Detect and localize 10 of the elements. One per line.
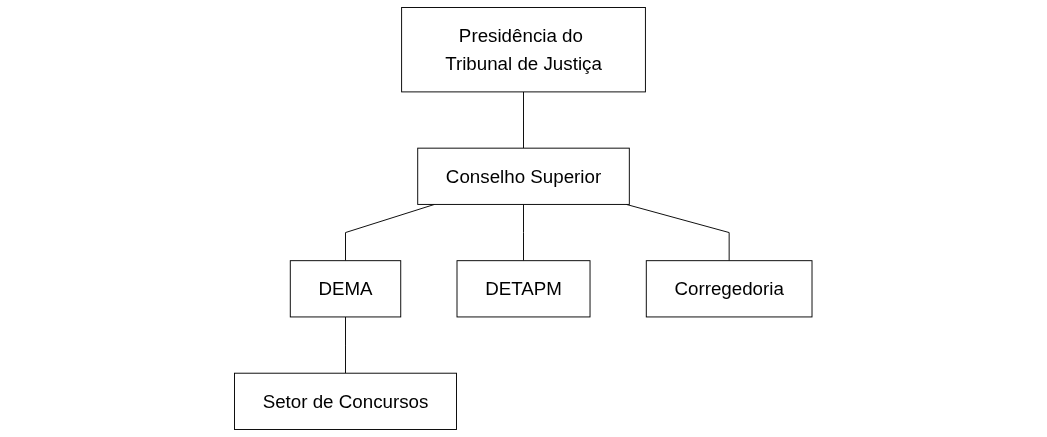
connector — [345, 316, 347, 374]
node-box: Presidência do Tribunal de Justiça — [401, 7, 647, 93]
connector — [523, 91, 525, 149]
connector — [523, 203, 525, 262]
node-box: Corregedoria — [646, 260, 813, 318]
node-box: DEMA — [290, 260, 402, 318]
node-box: Setor de Concursos — [234, 372, 458, 430]
connector — [626, 203, 730, 262]
node-box: Conselho Superior — [417, 147, 630, 205]
node-box: DETAPM — [456, 260, 591, 318]
